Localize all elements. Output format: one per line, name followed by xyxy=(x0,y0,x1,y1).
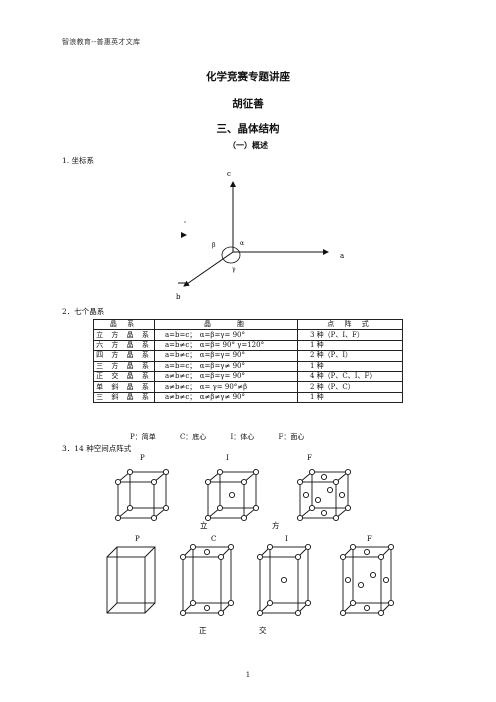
table-header-cell: 晶 系 xyxy=(93,318,155,331)
legend-item-f: F：面心 xyxy=(278,433,305,441)
table-row: 立 方 晶 系 a=b=c； α=β=γ= 90° 3 种（P、I、F） xyxy=(93,329,403,341)
table-row: 六 方 晶 系 a=b≠c； α=β= 90° γ=120° 1 种 xyxy=(93,339,403,352)
table-cell: 六 方 晶 系 xyxy=(93,339,155,352)
ortho-caption-right: 交 xyxy=(259,625,267,635)
table-header-cell: 晶 胞 xyxy=(154,318,298,331)
cubic-f-cell xyxy=(296,468,352,522)
table-row: 正 交 晶 系 a≠b≠c； α=β=γ= 90° 4 种（P、C、I、F） xyxy=(93,370,403,383)
table-row: 单 斜 晶 系 a≠b≠c； α= γ= 90°≠β 2 种（P、C） xyxy=(93,381,403,393)
table-cell: 1 种 xyxy=(297,339,403,352)
table-cell: a≠b≠c； α= γ= 90°≠β xyxy=(154,381,298,393)
author: 胡征善 xyxy=(232,98,264,110)
chapter-heading: 三、晶体结构 xyxy=(216,123,280,135)
section-14-lattices: 3．14 种空间点阵式 xyxy=(62,444,132,453)
ortho-label-f: F xyxy=(367,535,372,543)
table-cell: 立 方 晶 系 xyxy=(93,329,155,341)
table-cell: 三 斜 晶 系 xyxy=(93,391,155,404)
small-arrow-mark xyxy=(181,232,187,238)
section-seven-crystal-systems: 2．七个晶系 xyxy=(62,307,105,316)
b-axis xyxy=(183,251,234,287)
doc-title: 化学竞赛专题讲座 xyxy=(206,71,290,83)
angle-label-alpha: α xyxy=(240,240,244,247)
table-header-cell: 点 阵 式 xyxy=(297,318,403,331)
legend-item-p: P：简单 xyxy=(130,433,156,441)
axis-label-c: c xyxy=(227,170,231,178)
legend-item-c: C：底心 xyxy=(179,433,207,441)
cubic-label-i: I xyxy=(226,454,229,462)
ortho-c-cell xyxy=(179,543,235,617)
ortho-label-c: C xyxy=(211,535,216,543)
table-cell: 三 方 晶 系 xyxy=(93,360,155,372)
cubic-caption-left: 立 xyxy=(200,520,208,530)
coordinate-axes-diagram: c a b α β γ xyxy=(176,170,344,301)
cubic-label-p: P xyxy=(140,454,145,462)
cubic-i-cell xyxy=(204,468,260,522)
table-cell: 正 交 晶 系 xyxy=(93,370,155,383)
table-row: 三 斜 晶 系 a≠b≠c； α≠β≠γ≠ 90° 1 种 xyxy=(93,391,403,404)
ortho-label-i: I xyxy=(285,535,288,543)
cubic-label-f: F xyxy=(307,454,312,462)
table-cell: 四 方 晶 系 xyxy=(93,350,155,362)
angle-circle xyxy=(221,246,241,264)
crystal-systems-table: 晶 系 晶 胞 点 阵 式 立 方 晶 系 a=b=c； α=β=γ= 90° … xyxy=(93,318,403,404)
subsection-heading: （一）概述 xyxy=(228,140,268,150)
table-cell: a=b=c； α=β=γ= 90° xyxy=(154,329,298,341)
cubic-lattices-diagram: P I F 立 方 xyxy=(114,454,352,530)
table-cell: 3 种（P、I、F） xyxy=(297,329,403,341)
ortho-p-cell xyxy=(106,546,156,614)
page-header: 智浪教育--普惠英才文库 xyxy=(62,38,141,46)
table-cell: 1 种 xyxy=(297,391,403,404)
table-cell: 2 种（P、I） xyxy=(297,350,403,362)
legend-item-i: I：体心 xyxy=(230,433,255,441)
table-cell: a≠b≠c； α≠β≠γ≠ 90° xyxy=(154,391,298,404)
cubic-p-cell xyxy=(114,468,170,522)
ortho-i-cell xyxy=(256,543,312,617)
ortho-caption-left: 正 xyxy=(199,626,207,635)
table-row: 四 方 晶 系 a=b≠c； α=β=γ= 90° 2 种（P、I） xyxy=(93,350,403,362)
dot-mark xyxy=(184,221,186,223)
ortho-label-p: P xyxy=(135,535,140,543)
table-cell: 1 种 xyxy=(297,360,403,372)
axis-label-b: b xyxy=(176,293,181,301)
ortho-f-cell xyxy=(339,543,395,617)
cubic-caption-right: 方 xyxy=(272,520,280,530)
axis-label-a: a xyxy=(340,252,344,260)
table-cell: 4 种（P、C、I、F） xyxy=(297,370,403,383)
angle-label-beta: β xyxy=(212,242,216,249)
table-cell: a=b=c； α=β=γ≠ 90° xyxy=(154,360,298,372)
angle-label-gamma: γ xyxy=(232,266,236,273)
section-coordinate-system: 1. 坐标系 xyxy=(62,156,95,165)
page-number: 1 xyxy=(245,671,251,679)
table-cell: a=b≠c； α=β=γ= 90° xyxy=(154,350,298,362)
table-cell: a=b≠c； α=β= 90° γ=120° xyxy=(154,339,298,352)
table-row: 三 方 晶 系 a=b=c； α=β=γ≠ 90° 1 种 xyxy=(93,360,403,372)
table-cell: 单 斜 晶 系 xyxy=(93,381,155,393)
table-cell: a≠b≠c； α=β=γ= 90° xyxy=(154,370,298,383)
lattice-type-legend: P：简单 C：底心 I：体心 F：面心 xyxy=(130,432,326,442)
table-cell: 2 种（P、C） xyxy=(297,381,403,393)
orthorhombic-lattices-diagram: P C I F 正 交 xyxy=(106,535,395,635)
table-header-row: 晶 系 晶 胞 点 阵 式 xyxy=(93,318,403,331)
